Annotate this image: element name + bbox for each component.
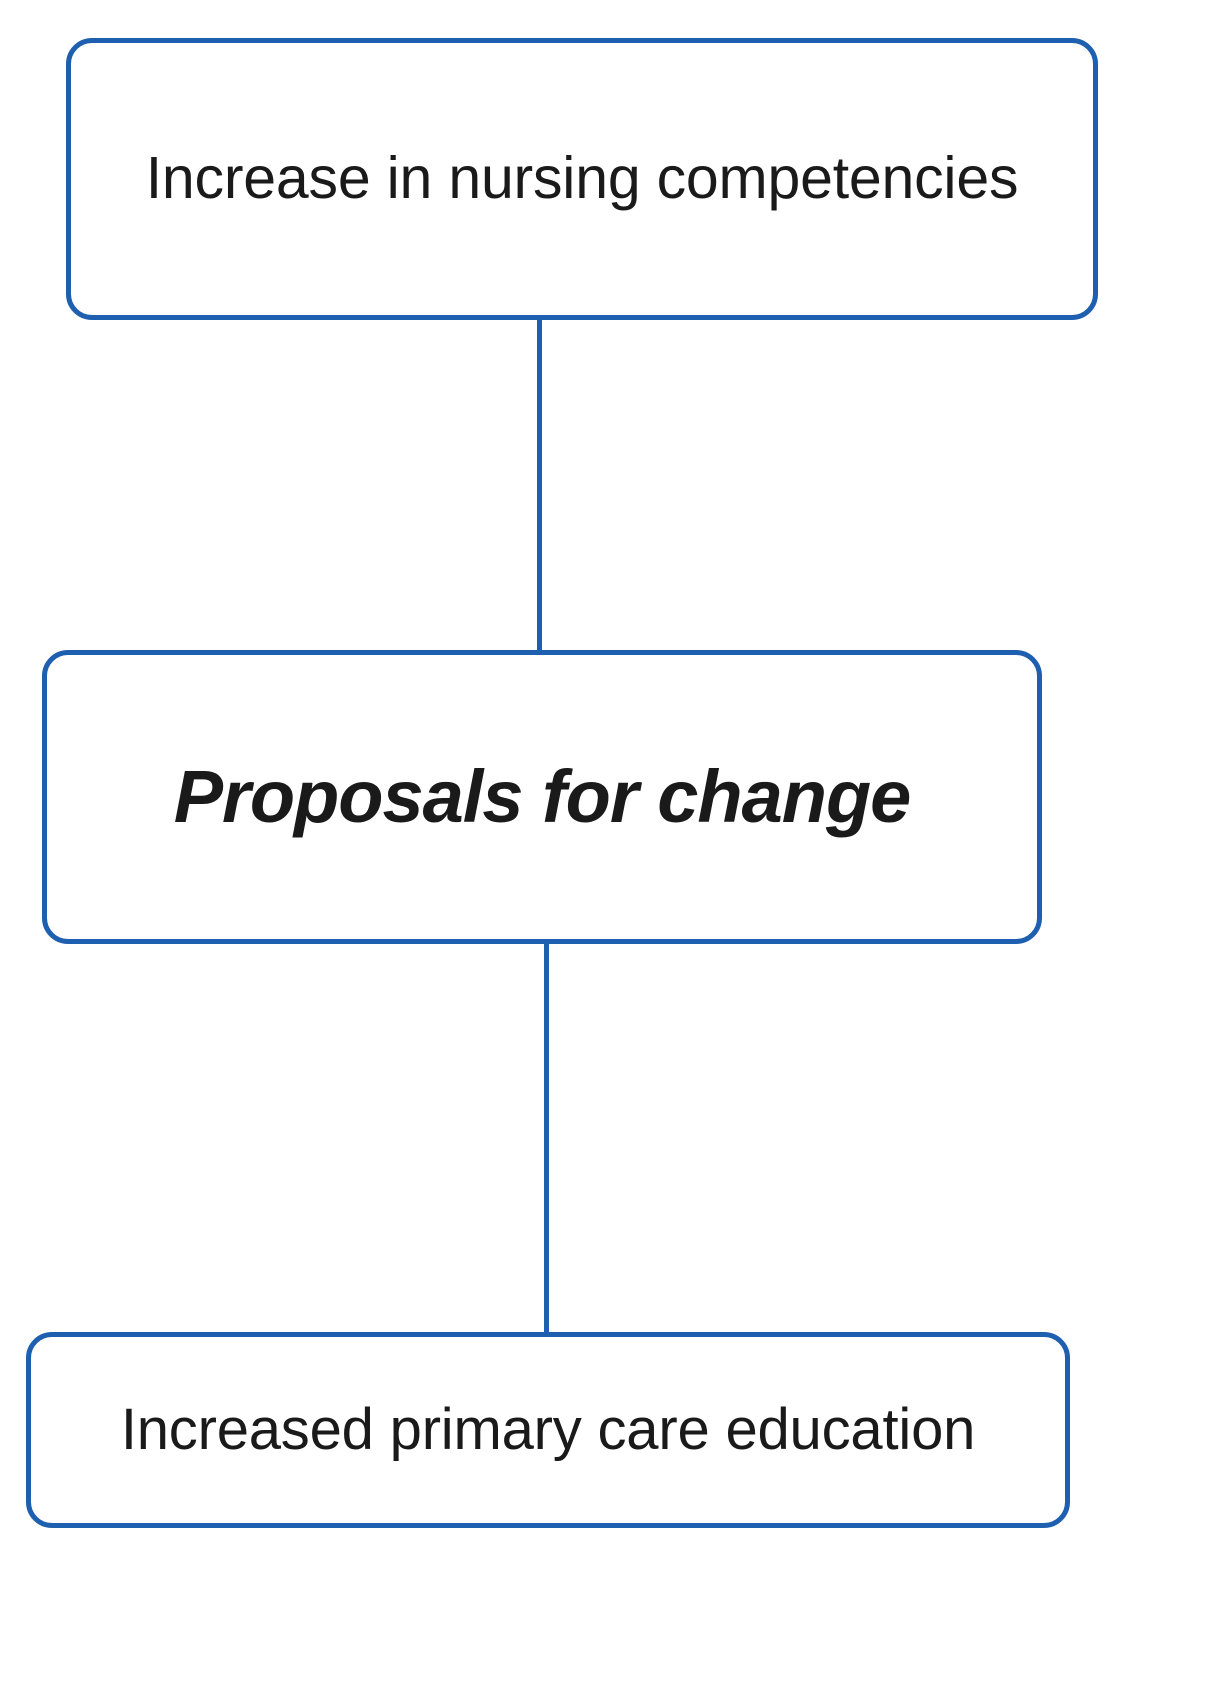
connector-proposals-to-primary-care xyxy=(544,940,549,1340)
node-increased-primary-care-education[interactable]: Increased primary care education xyxy=(26,1332,1070,1528)
node-label-increase-nursing-competencies: Increase in nursing competencies xyxy=(145,145,1019,212)
connector-competencies-to-proposals xyxy=(537,318,542,658)
node-label-increased-primary-care-education: Increased primary care education xyxy=(120,1396,976,1462)
node-proposals-for-change[interactable]: Proposals for change xyxy=(42,650,1042,944)
node-label-proposals-for-change: Proposals for change xyxy=(173,755,912,839)
node-increase-nursing-competencies[interactable]: Increase in nursing competencies xyxy=(66,38,1098,320)
